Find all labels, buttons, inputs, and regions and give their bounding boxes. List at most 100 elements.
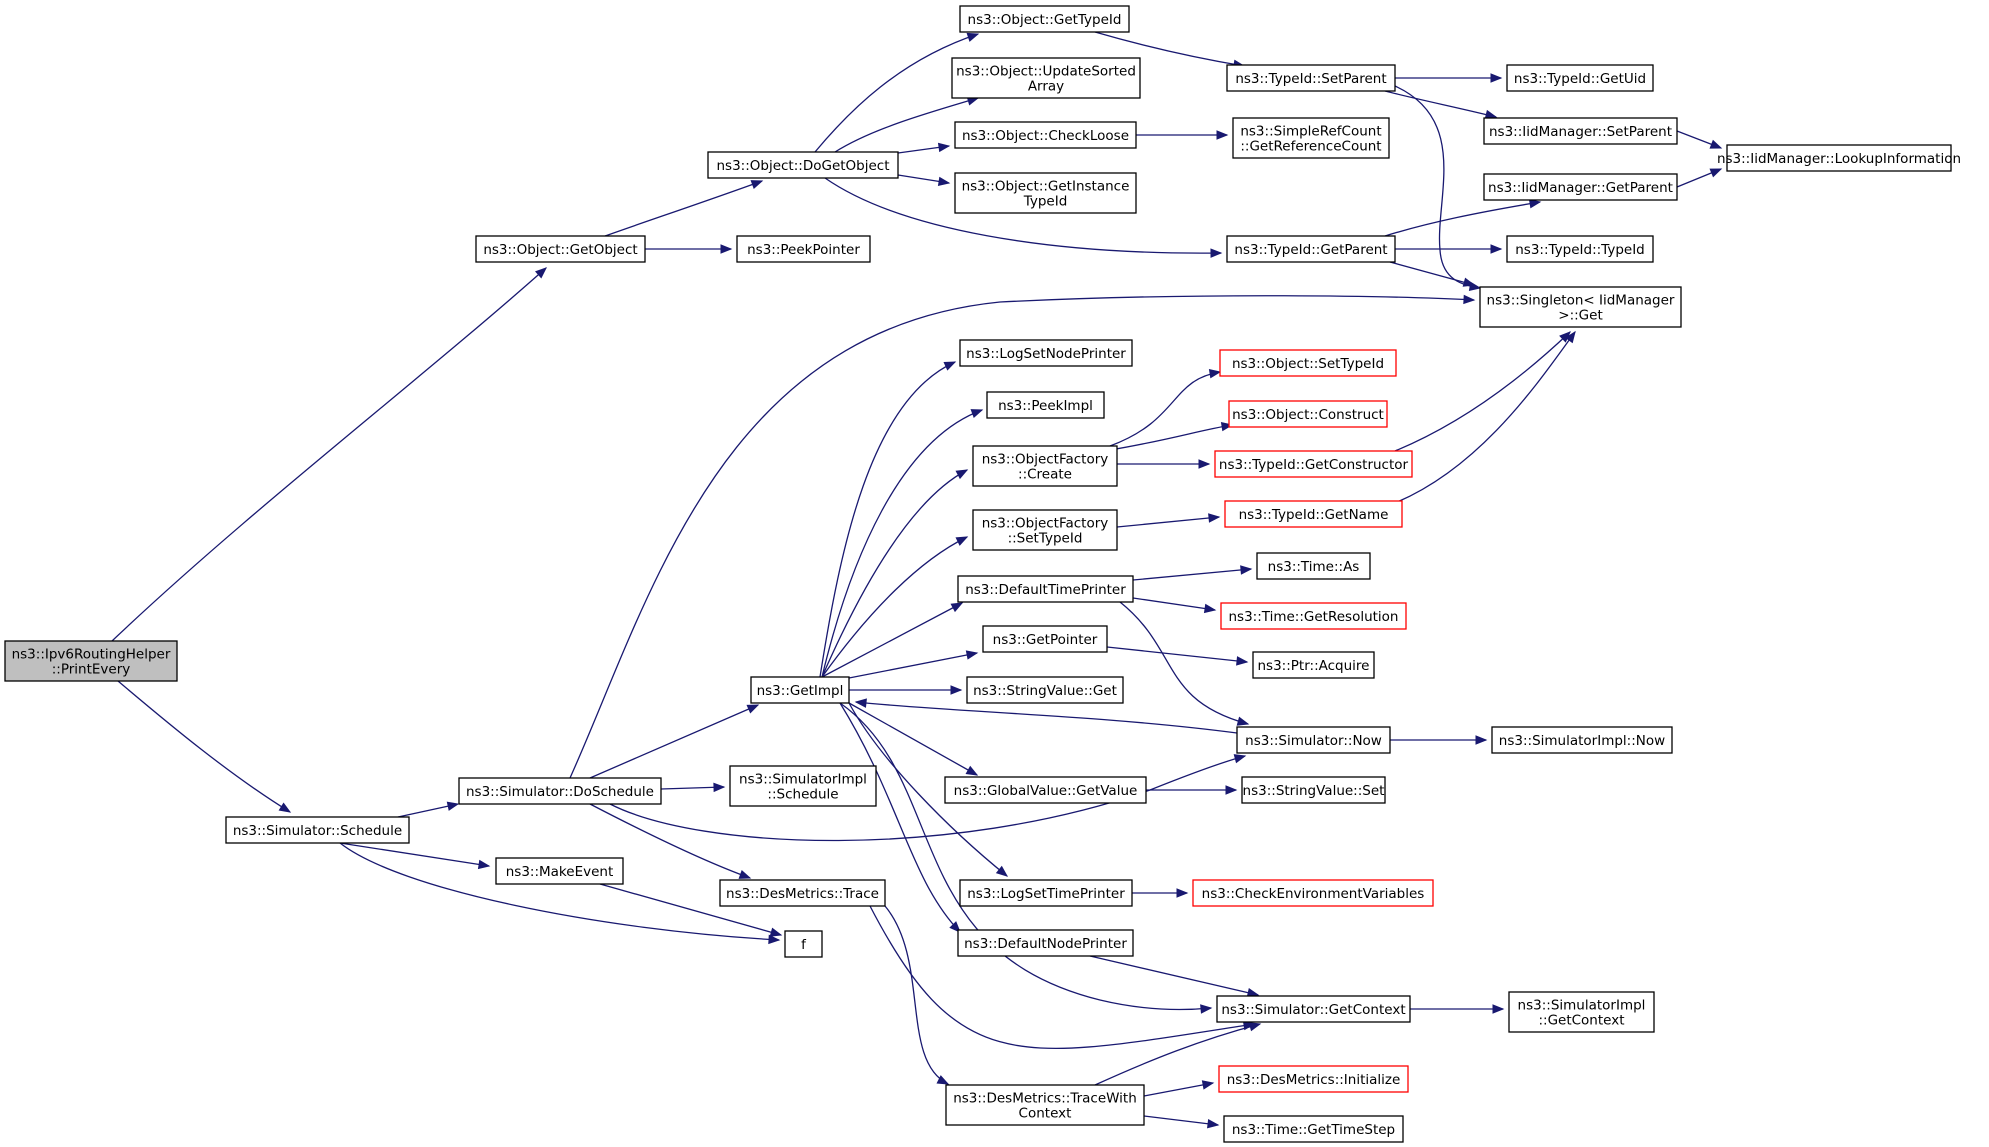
node-time-get-resolution[interactable]: ns3::Time::GetResolution	[1220, 602, 1407, 630]
node-log-set-time-printer[interactable]: ns3::LogSetTimePrinter	[959, 879, 1133, 907]
node-box	[1232, 117, 1390, 159]
node-simimpl-get-context[interactable]: ns3::SimulatorImpl::GetContext	[1508, 991, 1655, 1033]
node-typeid-get-parent[interactable]: ns3::TypeId::GetParent	[1226, 235, 1396, 263]
node-desmetrics-initialize[interactable]: ns3::DesMetrics::Initialize	[1218, 1065, 1409, 1093]
node-label: ns3::Time::GetResolution	[1228, 609, 1398, 625]
node-typeid-get-uid[interactable]: ns3::TypeId::GetUid	[1506, 64, 1654, 92]
node-box	[1214, 450, 1413, 478]
edge-get_object-to-peek_pointer	[645, 244, 733, 254]
edge-do_get_object-to-typeid_get_parent	[824, 177, 1223, 258]
node-f[interactable]: f	[784, 930, 823, 958]
edge-arrowhead	[1203, 603, 1217, 614]
edge-arrowhead	[1709, 139, 1723, 149]
node-get-impl[interactable]: ns3::GetImpl	[750, 676, 850, 704]
node-label: ::GetReferenceCount	[1240, 139, 1381, 155]
node-singleton-get[interactable]: ns3::Singleton< IidManager >::Get	[1479, 286, 1682, 328]
node-desmetrics-trace[interactable]: ns3::DesMetrics::Trace	[719, 879, 886, 907]
edge-arrowhead	[965, 765, 979, 776]
node-check-env-vars[interactable]: ns3::CheckEnvironmentVariables	[1192, 879, 1434, 907]
node-do-get-object[interactable]: ns3::Object::DoGetObject	[707, 151, 899, 179]
node-label: ns3::SimulatorImpl::Now	[1499, 733, 1665, 749]
node-box	[1224, 500, 1403, 528]
edge-default_time_printer-to-time_as	[1132, 565, 1253, 581]
node-time-get-timestep[interactable]: ns3::Time::GetTimeStep	[1223, 1115, 1404, 1143]
edge-line	[855, 701, 1238, 734]
node-label: ns3::TypeId::GetParent	[1234, 242, 1387, 258]
node-stringvalue-get[interactable]: ns3::StringValue::Get	[966, 676, 1124, 704]
node-label: >::Get	[1558, 308, 1602, 324]
node-typeid-set-parent[interactable]: ns3::TypeId::SetParent	[1226, 64, 1396, 92]
edge-line	[589, 803, 751, 879]
edge-line	[1116, 516, 1220, 528]
node-time-as[interactable]: ns3::Time::As	[1256, 552, 1371, 580]
edge-arrowhead	[278, 802, 292, 813]
node-sim-schedule[interactable]: ns3::Simulator::Schedule	[225, 816, 410, 844]
edge-line	[839, 702, 1212, 1011]
node-ptr-acquire[interactable]: ns3::Ptr::Acquire	[1252, 651, 1375, 679]
edge-print_every-to-get_object	[111, 267, 548, 642]
edge-get_impl-to-stringvalue_get	[849, 685, 963, 695]
node-obj-set-type-id[interactable]: ns3::Object::SetTypeId	[1219, 349, 1397, 377]
node-label: ns3::IidManager::GetParent	[1488, 180, 1673, 196]
edge-typeid_get_name-to-singleton_get	[1389, 330, 1576, 506]
node-typeid-get-name[interactable]: ns3::TypeId::GetName	[1224, 500, 1403, 528]
node-iid-get-parent[interactable]: ns3::IidManager::GetParent	[1483, 173, 1678, 201]
node-label: ns3::Object::GetInstance	[962, 179, 1130, 195]
node-sim-do-schedule[interactable]: ns3::Simulator::DoSchedule	[458, 777, 662, 805]
edge-arrowhead	[1236, 716, 1250, 726]
node-get-object[interactable]: ns3::Object::GetObject	[475, 235, 646, 263]
node-log-set-node-printer[interactable]: ns3::LogSetNodePrinter	[959, 339, 1133, 367]
edge-line	[1094, 31, 1245, 67]
edge-do_get_object-to-obj_get_type_id	[814, 32, 980, 153]
node-globalvalue-getvalue[interactable]: ns3::GlobalValue::GetValue	[944, 776, 1147, 804]
node-box	[1218, 1065, 1409, 1093]
node-sim-now[interactable]: ns3::Simulator::Now	[1236, 726, 1391, 754]
node-print-every[interactable]: ns3::Ipv6RoutingHelper::PrintEvery	[4, 640, 178, 682]
edge-arrowhead	[1475, 735, 1488, 745]
node-box	[729, 765, 877, 807]
node-iid-lookup[interactable]: ns3::IidManager::LookupInformation	[1717, 144, 1961, 172]
node-default-node-printer[interactable]: ns3::DefaultNodePrinter	[957, 929, 1134, 957]
edge-line	[848, 652, 978, 679]
edge-arrowhead	[738, 869, 752, 879]
edge-objfactory_create-to-obj_construct	[1109, 421, 1234, 451]
node-obj-get-type-id[interactable]: ns3::Object::GetTypeId	[959, 5, 1130, 33]
node-peek-pointer[interactable]: ns3::PeekPointer	[736, 235, 871, 263]
node-box	[1506, 64, 1654, 92]
node-iid-set-parent[interactable]: ns3::IidManager::SetParent	[1483, 117, 1678, 145]
node-stringvalue-set[interactable]: ns3::StringValue::Set	[1241, 776, 1386, 804]
node-simimpl-now[interactable]: ns3::SimulatorImpl::Now	[1491, 726, 1673, 754]
node-simpleref-get-ref[interactable]: ns3::SimpleRefCount::GetReferenceCount	[1232, 117, 1390, 159]
edge-typeid_set_parent-to-iid_set_parent	[1384, 90, 1498, 120]
node-box	[1479, 286, 1682, 328]
node-sim-get-context[interactable]: ns3::Simulator::GetContext	[1216, 995, 1411, 1023]
node-obj-construct[interactable]: ns3::Object::Construct	[1228, 400, 1388, 428]
node-default-time-printer[interactable]: ns3::DefaultTimePrinter	[957, 575, 1134, 603]
node-obj-check-loose[interactable]: ns3::Object::CheckLoose	[954, 121, 1137, 149]
edge-objfactory_create-to-typeid_get_constructor	[1117, 459, 1211, 469]
edge-get_impl-to-log_set_time_printer	[848, 702, 1009, 877]
edge-arrowhead	[713, 782, 726, 793]
edge-default_time_printer-to-time_get_resolution	[1132, 597, 1217, 614]
node-peek-impl[interactable]: ns3::PeekImpl	[986, 391, 1105, 419]
node-box	[1491, 726, 1673, 754]
edge-arrowhead	[995, 865, 1009, 877]
node-objfactory-create[interactable]: ns3::ObjectFactory::Create	[972, 445, 1118, 487]
edge-line	[589, 704, 759, 779]
node-get-pointer[interactable]: ns3::GetPointer	[982, 625, 1108, 653]
edge-get_impl-to-log_set_node_printer	[819, 361, 957, 678]
node-typeid-get-constructor[interactable]: ns3::TypeId::GetConstructor	[1214, 450, 1413, 478]
edge-line	[1389, 331, 1576, 506]
edge-line	[609, 755, 1246, 842]
node-simimpl-schedule[interactable]: ns3::SimulatorImpl::Schedule	[729, 765, 877, 807]
node-label: ns3::MakeEvent	[506, 864, 614, 880]
node-objfactory-settypeid[interactable]: ns3::ObjectFactory::SetTypeId	[972, 509, 1118, 551]
edge-arrowhead	[965, 650, 979, 660]
node-make-event[interactable]: ns3::MakeEvent	[495, 857, 624, 885]
node-typeid-typeid[interactable]: ns3::TypeId::TypeId	[1506, 235, 1654, 263]
edge-typeid_get_constructor-to-singleton_get	[1394, 331, 1571, 452]
node-label: ::Schedule	[767, 787, 838, 803]
